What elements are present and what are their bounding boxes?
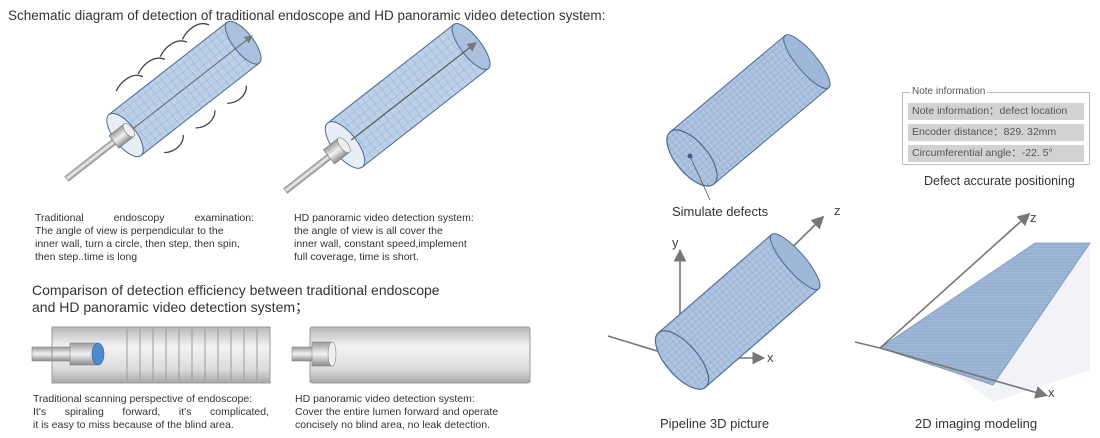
axis-x-label: x xyxy=(767,350,774,365)
simulate-defects-label: Simulate defects xyxy=(672,204,769,219)
scan-caption-hd-line-1: HD panoramic video detection system: xyxy=(295,393,475,405)
axis-z-label: z xyxy=(834,203,841,218)
simulate-defects-pipe xyxy=(666,34,831,201)
hd-scan-pipe xyxy=(291,326,531,384)
hd-caption-line-2: the angle of view is all cover the xyxy=(294,225,443,237)
note-row-angle: Circumferential angle：-22. 5° xyxy=(908,145,1084,162)
hd-panoramic-illustration xyxy=(283,23,491,194)
hd-caption-line-3: inner wall, constant speed,implement xyxy=(294,238,467,250)
sheet-axis-z-label: z xyxy=(1030,210,1037,225)
note-row-encoder: Encoder distance：829. 32mm xyxy=(908,124,1084,141)
hd-caption-line-1: HD panoramic video detection system: xyxy=(294,212,474,224)
scan-caption-traditional-line-2: It's spiraling forward, it's complicated… xyxy=(33,406,269,418)
traditional-caption: Traditional endoscopy examination: The a… xyxy=(35,212,254,264)
hd-caption-line-4: full coverage, time is short. xyxy=(294,251,419,263)
axis-y-label: y xyxy=(672,235,679,250)
comparison-heading: Comparison of detection efficiency betwe… xyxy=(32,282,440,316)
scan-caption-traditional: Traditional scanning perspective of endo… xyxy=(33,393,269,432)
imaging-2d-sheet xyxy=(854,212,1091,402)
defect-positioning-label: Defect accurate positioning xyxy=(924,174,1075,188)
imaging-2d-label: 2D imaging modeling xyxy=(915,416,1038,431)
scan-caption-traditional-line-3: it is easy to miss because of the blind … xyxy=(33,419,234,431)
scan-caption-hd-line-2: Cover the entire lumen forward and opera… xyxy=(295,406,499,418)
comparison-heading-line-2: and HD panoramic video detection system； xyxy=(32,299,310,315)
traditional-endoscope-illustration xyxy=(64,20,262,182)
pipeline-3d-label: Pipeline 3D picture xyxy=(660,416,770,431)
hd-caption: HD panoramic video detection system: the… xyxy=(294,212,514,264)
traditional-scan-pipe xyxy=(31,326,271,384)
scan-caption-traditional-line-1: Traditional scanning perspective of endo… xyxy=(33,393,253,405)
traditional-caption-line-2: The angle of view is perpendicular to th… xyxy=(35,225,224,237)
sheet-axis-x-label: x xyxy=(1048,385,1055,400)
scan-caption-hd-line-3: concisely no blind area, no leak detecti… xyxy=(295,419,490,431)
traditional-caption-line-3: inner wall, turn a circle, then step, th… xyxy=(35,238,240,250)
traditional-caption-line-1: Traditional endoscopy examination: xyxy=(35,212,254,224)
note-legend: Note information xyxy=(910,86,988,97)
note-row-location: Note information：defect location xyxy=(908,103,1084,120)
page-title: Schematic diagram of detection of tradit… xyxy=(8,8,606,23)
defect-marker xyxy=(687,153,693,159)
comparison-heading-line-1: Comparison of detection efficiency betwe… xyxy=(32,282,440,298)
traditional-caption-line-4: then step..time is long xyxy=(35,251,138,263)
note-information-box: Note information：defect location Encoder… xyxy=(902,92,1090,165)
scan-caption-hd: HD panoramic video detection system: Cov… xyxy=(295,393,531,432)
pipeline-3d-pipe xyxy=(607,215,825,390)
